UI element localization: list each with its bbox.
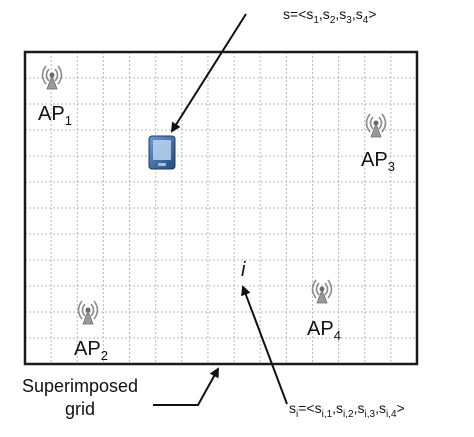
cell-marker: i (241, 259, 246, 281)
cell-vector-arrow (241, 285, 288, 405)
state-vector-arrow (170, 13, 247, 133)
ap4-label: AP4 (307, 318, 341, 343)
antenna-icon (311, 279, 333, 304)
cell-vector-label: si=<si,1,si,2,si,3,si,4> (289, 400, 405, 420)
access-point-1: AP1 (38, 65, 72, 128)
antenna-icon (365, 113, 387, 138)
access-point-2: AP2 (74, 300, 108, 363)
mobile-device-icon (148, 135, 176, 170)
ap2-label: AP2 (74, 338, 108, 363)
ap3-label: AP3 (361, 149, 395, 174)
superimposed-grid (25, 52, 417, 364)
grid-caption: Superimposed (22, 376, 138, 396)
access-point-4: AP4 (307, 279, 341, 343)
antenna-icon (77, 300, 99, 325)
grid-caption-arrow (153, 367, 219, 406)
state-vector-label: s=<s1,s2,s3,s4> (283, 6, 376, 26)
grid-caption-line2: grid (65, 399, 95, 419)
ap1-label: AP1 (38, 103, 72, 128)
access-point-3: AP3 (361, 113, 395, 174)
antenna-icon (41, 65, 63, 90)
